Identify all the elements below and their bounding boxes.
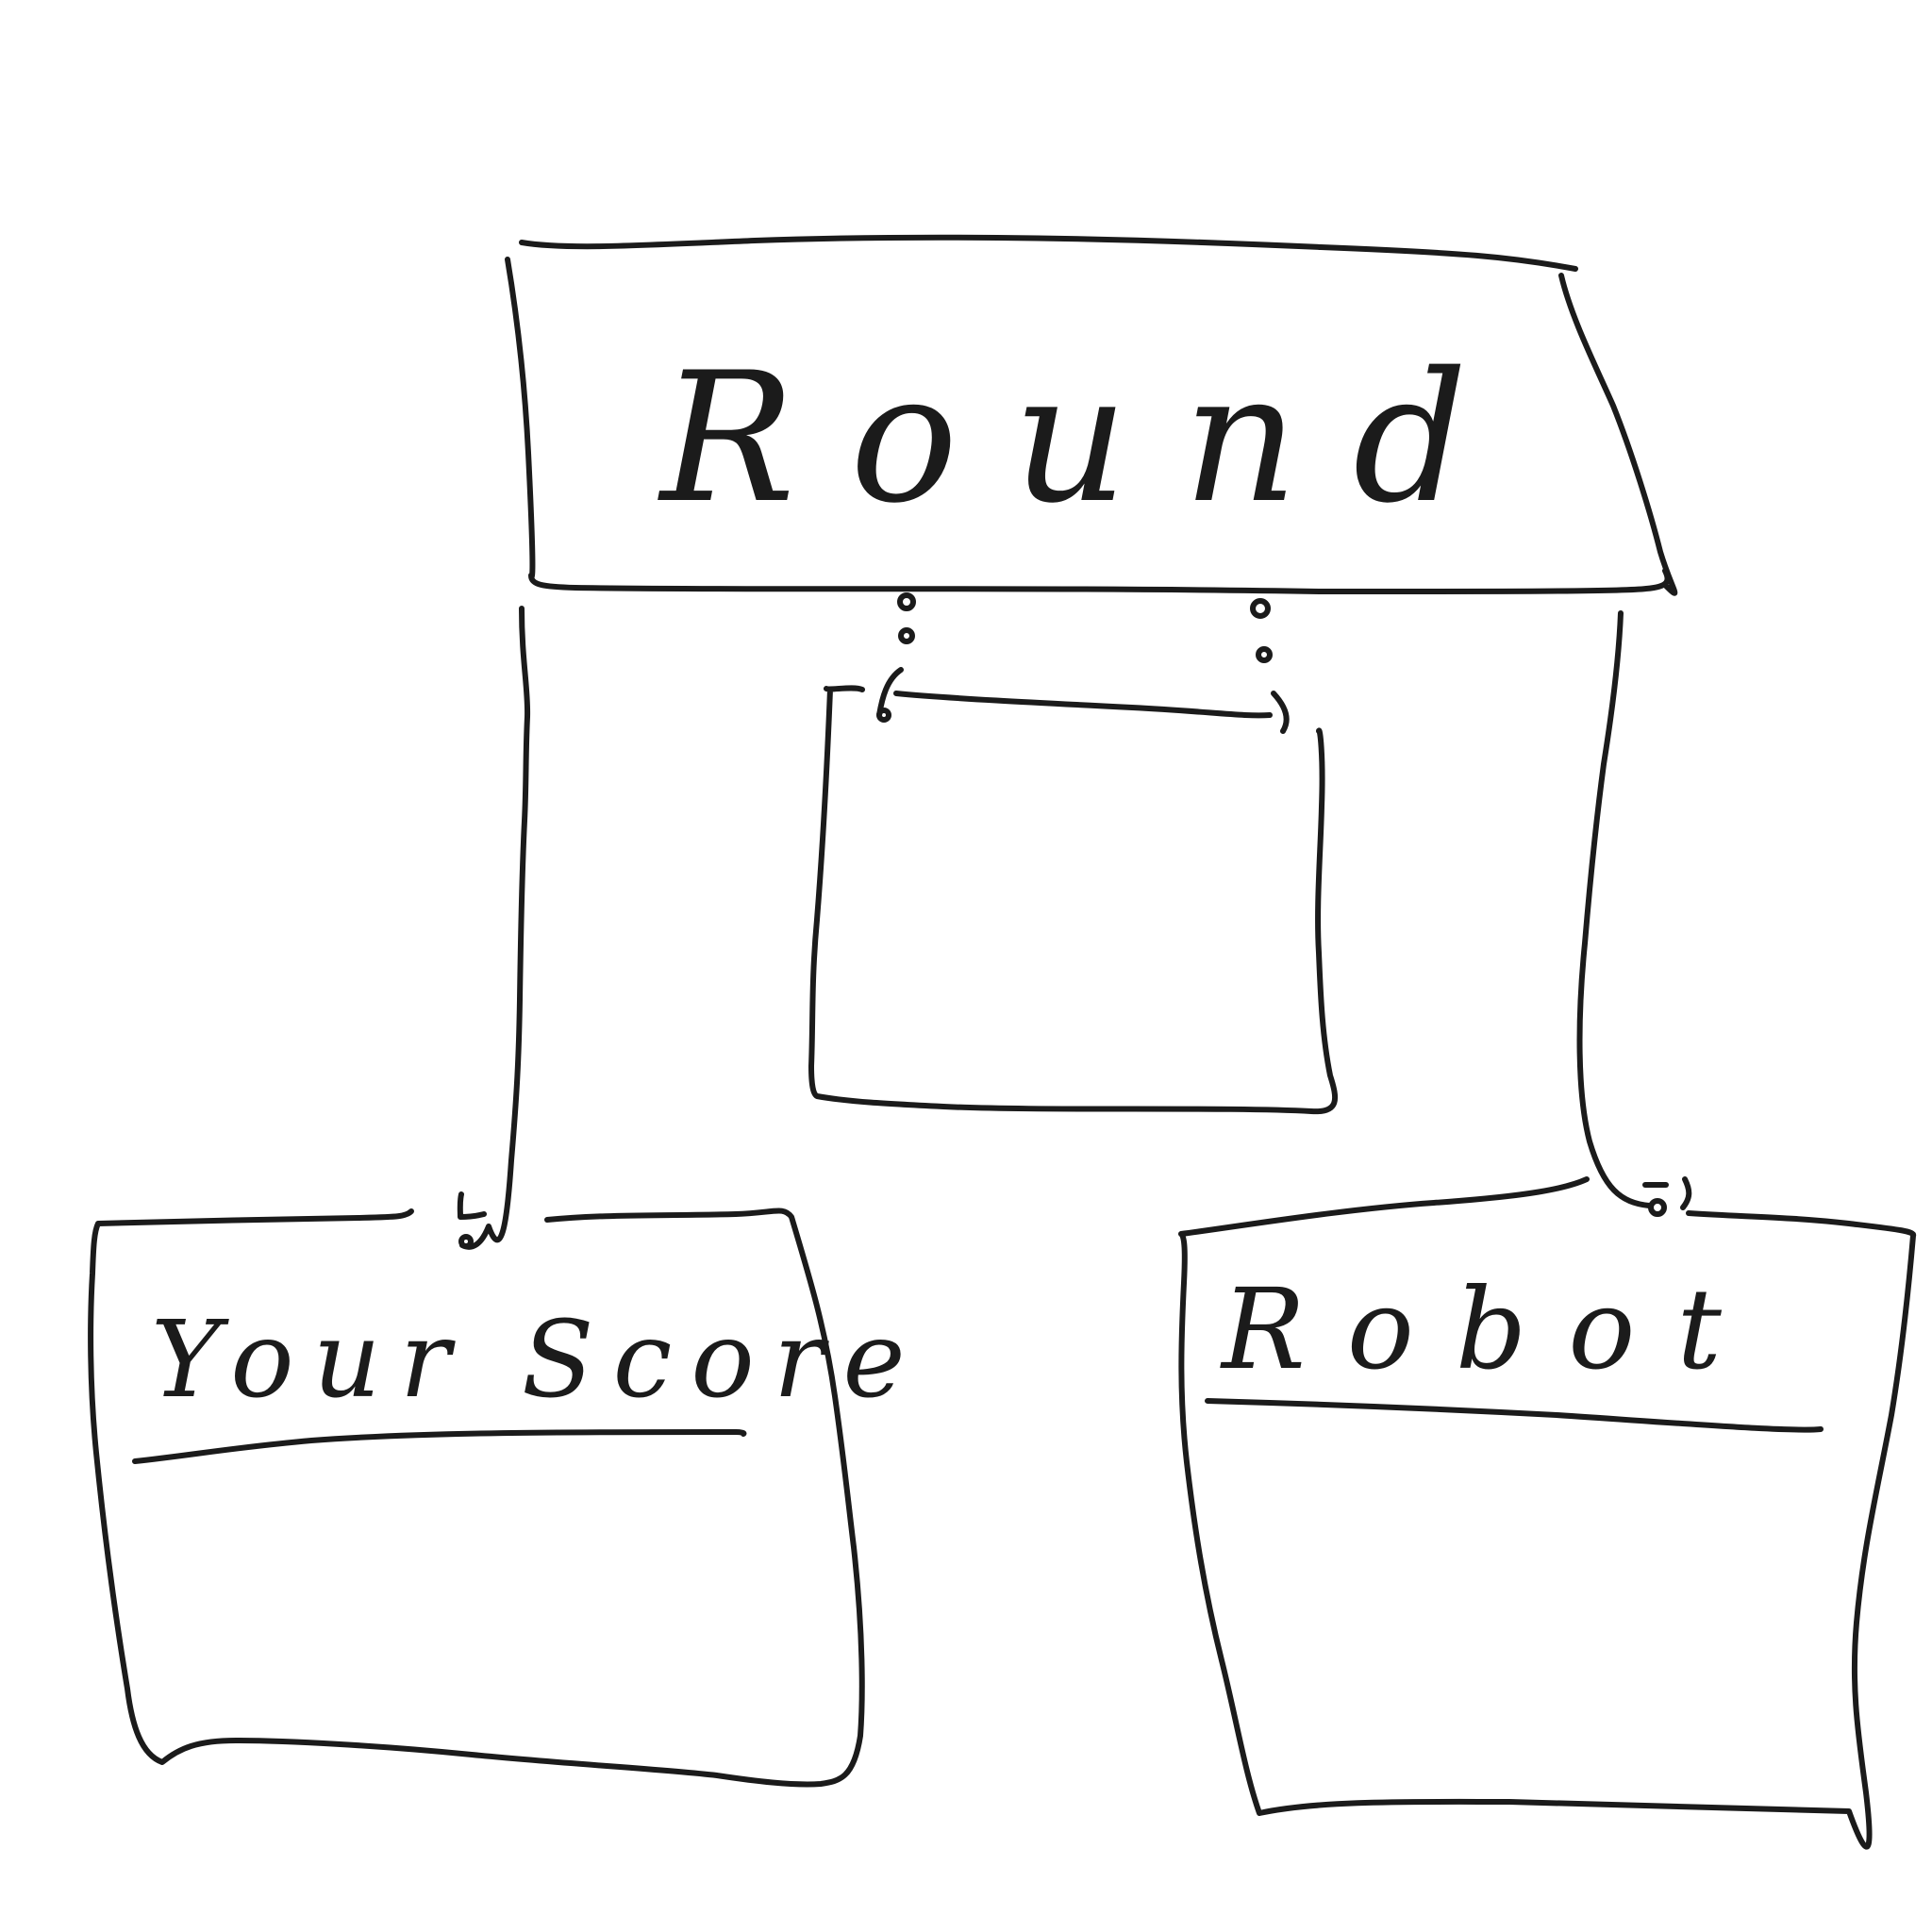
robot-label: Robot: [1220, 1264, 1763, 1394]
round-label: Round: [658, 334, 1523, 542]
your-score-label: Your Score: [151, 1299, 924, 1422]
robot-node[interactable]: Robot: [1178, 1176, 1916, 1850]
edge-round-to-your-score: [459, 606, 531, 1250]
your-score-box-outline: [88, 1208, 865, 1788]
your-score-node[interactable]: Your Score: [88, 1208, 924, 1788]
round-node[interactable]: Round: [505, 234, 1678, 596]
robot-box-outline: [1178, 1176, 1916, 1850]
round-box-outline: [505, 234, 1678, 596]
arrow-ticks: [457, 1176, 1692, 1249]
edge-round-to-robot: [1576, 610, 1652, 1208]
middle-box-outline: [808, 685, 1339, 1115]
middle-node[interactable]: [808, 685, 1339, 1115]
edge-round-to-middle: [876, 592, 1290, 734]
